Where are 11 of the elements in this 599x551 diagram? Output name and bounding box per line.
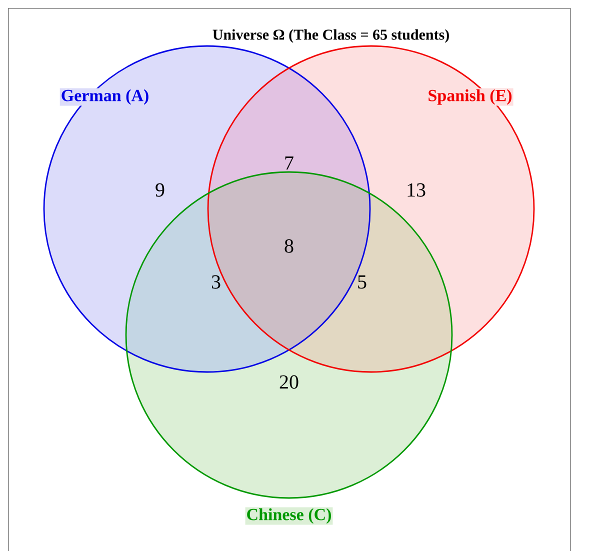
set-label: German (A): [60, 88, 150, 106]
region-count: 13: [408, 183, 426, 197]
region-count: 3: [212, 275, 220, 289]
region-count: 9: [156, 183, 164, 197]
title: Universe Ω (The Class = 65 students): [212, 29, 449, 43]
region-count: 7: [285, 156, 294, 170]
set-label: Chinese (C): [245, 507, 333, 525]
region-count: 8: [284, 239, 294, 253]
region-count: 5: [358, 275, 366, 289]
set-label: Spanish (E): [426, 88, 514, 106]
region-count: 20: [280, 375, 298, 389]
